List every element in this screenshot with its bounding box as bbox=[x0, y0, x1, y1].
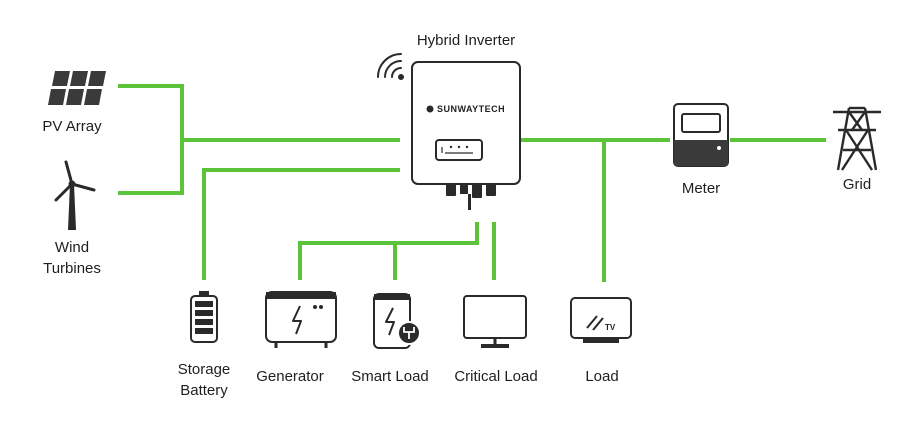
grid-tower-icon bbox=[833, 106, 881, 171]
tv-text: TV bbox=[605, 323, 616, 332]
solar-panel-cell bbox=[88, 71, 106, 86]
pv-array-icon bbox=[48, 71, 106, 105]
smart-load-icon bbox=[373, 293, 421, 349]
meter-icon bbox=[673, 103, 729, 167]
grid-label: Grid bbox=[843, 176, 871, 193]
wire-pv bbox=[118, 84, 184, 195]
critical-load-monitor-icon bbox=[463, 295, 527, 348]
pv-array-label: PV Array bbox=[42, 118, 102, 135]
hybrid-inverter-icon: SUNWAYTECH bbox=[411, 61, 521, 210]
load-tv-icon: TV bbox=[570, 297, 632, 343]
solar-panel-cell bbox=[66, 89, 84, 105]
wiring bbox=[118, 84, 826, 282]
wind-turbine-icon bbox=[54, 160, 96, 230]
wire-backup-bus bbox=[298, 222, 479, 280]
generator-icon bbox=[265, 291, 337, 348]
storage-battery-label-line2: Battery bbox=[180, 382, 228, 399]
load-label: Load bbox=[585, 368, 618, 385]
solar-panel-cell bbox=[48, 89, 66, 105]
inverter-display bbox=[435, 139, 483, 161]
storage-battery-label-line1: Storage bbox=[178, 361, 231, 378]
wind-turbines-label-line1: Wind bbox=[55, 239, 89, 256]
hybrid-inverter-label: Hybrid Inverter bbox=[417, 32, 515, 49]
smart-load-label: Smart Load bbox=[351, 368, 429, 385]
solar-panel-cell bbox=[84, 89, 102, 105]
critical-load-label: Critical Load bbox=[454, 368, 537, 385]
inverter-brand-text: SUNWAYTECH bbox=[437, 104, 505, 114]
solar-panel-cell bbox=[52, 71, 70, 86]
wire-battery bbox=[202, 168, 400, 280]
inverter-connectors bbox=[446, 184, 496, 210]
solar-panel-cell bbox=[70, 71, 88, 86]
brand-logo-icon bbox=[426, 105, 434, 113]
generator-label: Generator bbox=[256, 368, 324, 385]
wifi-icon bbox=[377, 53, 404, 80]
wind-turbines-label-line2: Turbines bbox=[43, 260, 101, 277]
meter-label: Meter bbox=[682, 180, 720, 197]
battery-icon bbox=[190, 291, 218, 343]
